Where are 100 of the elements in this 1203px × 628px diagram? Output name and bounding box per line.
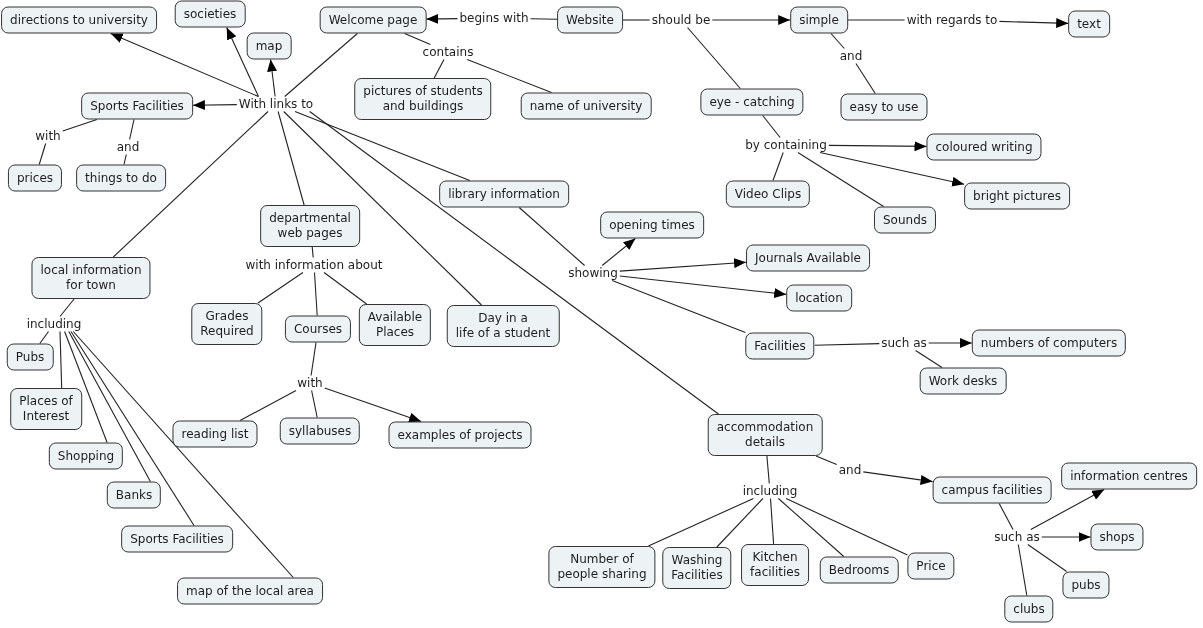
arrow: [619, 275, 787, 299]
concept-box: Shopping: [48, 442, 124, 470]
connector-line: [777, 497, 845, 558]
connector-line: [1017, 543, 1028, 597]
arrow: [267, 58, 277, 98]
concept-box: Washing Facilities: [662, 547, 732, 589]
linking-phrase: with information about: [243, 257, 385, 273]
connector-line: [622, 19, 651, 21]
concept-box: campus facilities: [932, 476, 1052, 504]
concept-box: prices: [7, 164, 63, 192]
concept-box: Price: [907, 552, 955, 580]
connector-line: [72, 330, 294, 579]
linking-phrase: contains: [420, 44, 476, 60]
concept-box: accommodation details: [707, 414, 823, 456]
connector-line: [284, 32, 358, 98]
connector-line: [70, 330, 195, 527]
concept-box: Kitchen facilities: [741, 544, 809, 586]
concept-box: name of university: [520, 92, 652, 120]
concept-box: map of the local area: [177, 577, 323, 605]
linking-phrase: including: [24, 316, 84, 332]
connector-line: [68, 330, 151, 483]
connector-line: [310, 341, 317, 377]
linking-phrase: including: [740, 483, 800, 499]
concept-box: Work desks: [919, 367, 1007, 395]
concept-box: reading list: [172, 420, 258, 448]
concept-box: Sports Facilities: [121, 525, 233, 553]
connector-line: [772, 151, 784, 182]
connector-line: [62, 118, 98, 132]
connector-line: [313, 271, 318, 317]
arrow: [928, 338, 973, 348]
connector-line: [797, 151, 885, 208]
connector-line: [647, 497, 754, 547]
concept-box: library information: [439, 180, 569, 208]
connector-line: [123, 153, 127, 166]
concept-box: Welcome page: [319, 6, 427, 34]
connector-line: [112, 110, 269, 258]
concept-box: Pubs: [6, 343, 54, 371]
concept-box: societies: [174, 0, 246, 28]
concept-box: coloured writing: [926, 133, 1042, 161]
connector-line: [611, 279, 746, 334]
concept-box: pubs: [1062, 571, 1110, 599]
arrow: [862, 471, 934, 485]
concept-box: location: [786, 284, 852, 312]
connector-line: [686, 26, 741, 90]
connector-line: [59, 298, 75, 318]
connector-line: [129, 118, 135, 141]
connector-line: [915, 349, 943, 369]
concept-box: examples of projects: [388, 421, 532, 449]
arrow: [998, 18, 1069, 29]
concept-box: Video Clips: [725, 180, 811, 208]
linking-phrase: such as: [879, 335, 929, 351]
concept-box: shops: [1090, 523, 1144, 551]
arrow: [711, 15, 791, 25]
concept-box: text: [1068, 10, 1110, 38]
concept-box: Journals Available: [746, 244, 870, 272]
concept-box: Website: [557, 6, 623, 34]
concept-box: Number of people sharing: [548, 546, 656, 588]
connector-line: [64, 330, 108, 444]
concept-box: Courses: [284, 315, 352, 343]
concept-box: Facilities: [745, 332, 815, 360]
concept-box: departmental web pages: [260, 205, 360, 247]
arrow: [324, 387, 422, 423]
linking-phrase: showing: [566, 265, 620, 281]
connector-line: [814, 343, 880, 346]
concept-box: Places of Interest: [10, 388, 82, 430]
connector-line: [433, 58, 445, 79]
linking-phrase: and: [837, 48, 865, 64]
arrow: [110, 32, 259, 98]
connector-line: [855, 62, 876, 95]
arrow: [226, 26, 260, 98]
linking-phrase: with: [33, 128, 63, 144]
concept-box: directions to university: [1, 6, 157, 34]
concept-box: bright pictures: [964, 182, 1070, 210]
connector-line: [39, 330, 50, 345]
concept-box: eye - catching: [700, 88, 804, 116]
connector-line: [466, 58, 553, 94]
connector-line: [311, 389, 318, 419]
connector-line: [311, 246, 314, 259]
arrow: [619, 258, 747, 272]
connector-line: [283, 110, 483, 306]
connector-line: [38, 142, 47, 166]
concept-box: simple: [790, 6, 848, 34]
connector-line: [762, 114, 781, 139]
connector-line: [277, 110, 305, 206]
concept-box: Available Places: [358, 304, 432, 346]
linking-phrase: with regards to: [904, 12, 1000, 28]
linking-phrase: and: [114, 139, 142, 155]
connector-line: [785, 497, 908, 556]
linking-phrase: and: [836, 462, 864, 478]
connector-line: [815, 455, 838, 466]
connector-line: [529, 18, 558, 20]
concept-box: Day in a life of a student: [446, 305, 560, 347]
connector-line: [257, 271, 304, 304]
connector-line: [309, 110, 719, 415]
concept-box: Bedrooms: [819, 556, 899, 584]
connector-line: [847, 19, 906, 21]
connector-line: [404, 32, 431, 46]
linking-phrase: such as: [992, 529, 1042, 545]
concept-box: map: [246, 32, 292, 60]
connector-line: [830, 32, 845, 50]
